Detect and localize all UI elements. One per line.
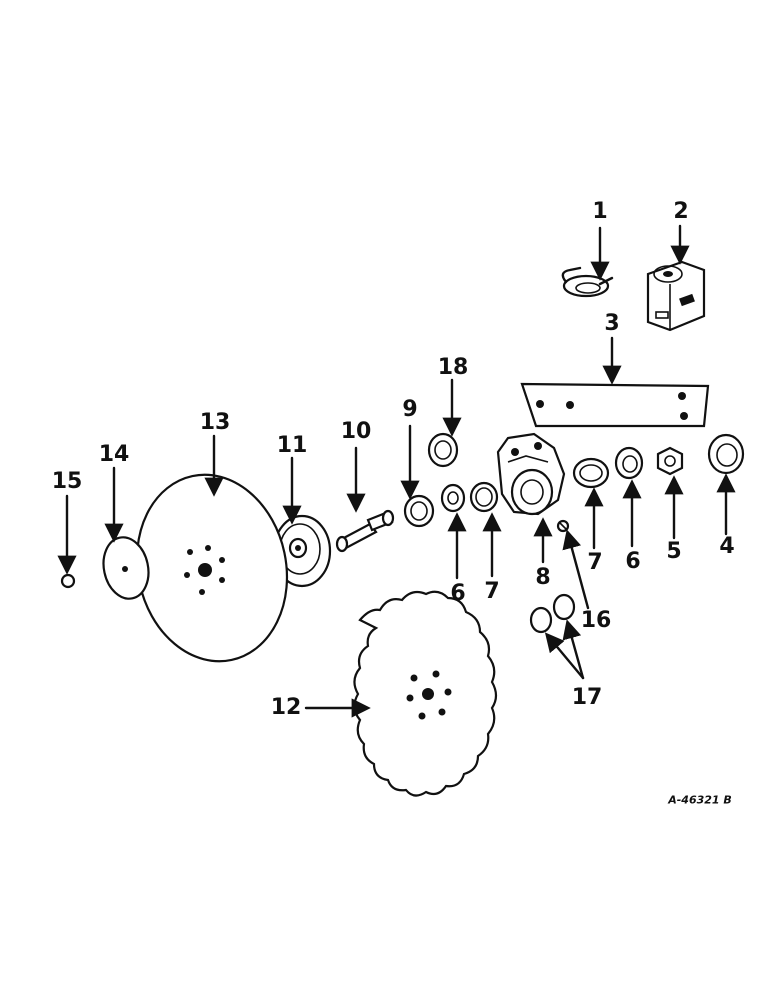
part-5-nut [656, 446, 684, 476]
callout-10: 10 [340, 419, 372, 444]
part-18-spacer [427, 432, 459, 468]
callout-4: 4 [719, 534, 735, 559]
part-7-ring-left [469, 481, 499, 513]
callout-1: 1 [592, 199, 608, 224]
callout-11: 11 [276, 433, 308, 458]
callout-2: 2 [673, 199, 689, 224]
part-12-notched-disc [353, 590, 498, 797]
part-16-fitting [556, 519, 570, 533]
callout-7-left: 7 [484, 579, 500, 604]
leader-lines [57, 224, 736, 718]
callout-5: 5 [666, 539, 682, 564]
part-3-plate [520, 382, 710, 428]
callout-9: 9 [402, 397, 418, 422]
part-1-clip [561, 266, 614, 298]
part-4-cap [707, 433, 745, 475]
part-17-washers [529, 593, 576, 634]
part-7-ring-right [572, 457, 610, 489]
callout-3: 3 [604, 311, 620, 336]
callout-6-right: 6 [625, 549, 641, 574]
callout-13: 13 [199, 410, 231, 435]
part-6-bearing-right [614, 446, 644, 480]
callout-15: 15 [51, 469, 83, 494]
part-15-plug [60, 573, 76, 589]
callout-16: 16 [580, 608, 612, 633]
part-11-hub [272, 514, 332, 588]
callout-12: 12 [270, 695, 302, 720]
callout-8: 8 [535, 565, 551, 590]
callout-17: 17 [571, 685, 603, 710]
callout-7-right: 7 [587, 550, 603, 575]
figure-id-label: A-46321 B [668, 793, 732, 807]
callout-18: 18 [437, 355, 469, 380]
part-8-housing [496, 432, 566, 516]
part-10-spindle [335, 509, 395, 553]
part-6-bearing-left [440, 483, 466, 513]
callout-14: 14 [98, 442, 130, 467]
part-9-collar [403, 494, 435, 528]
part-2-block [646, 260, 706, 332]
callout-6-left: 6 [450, 581, 466, 606]
